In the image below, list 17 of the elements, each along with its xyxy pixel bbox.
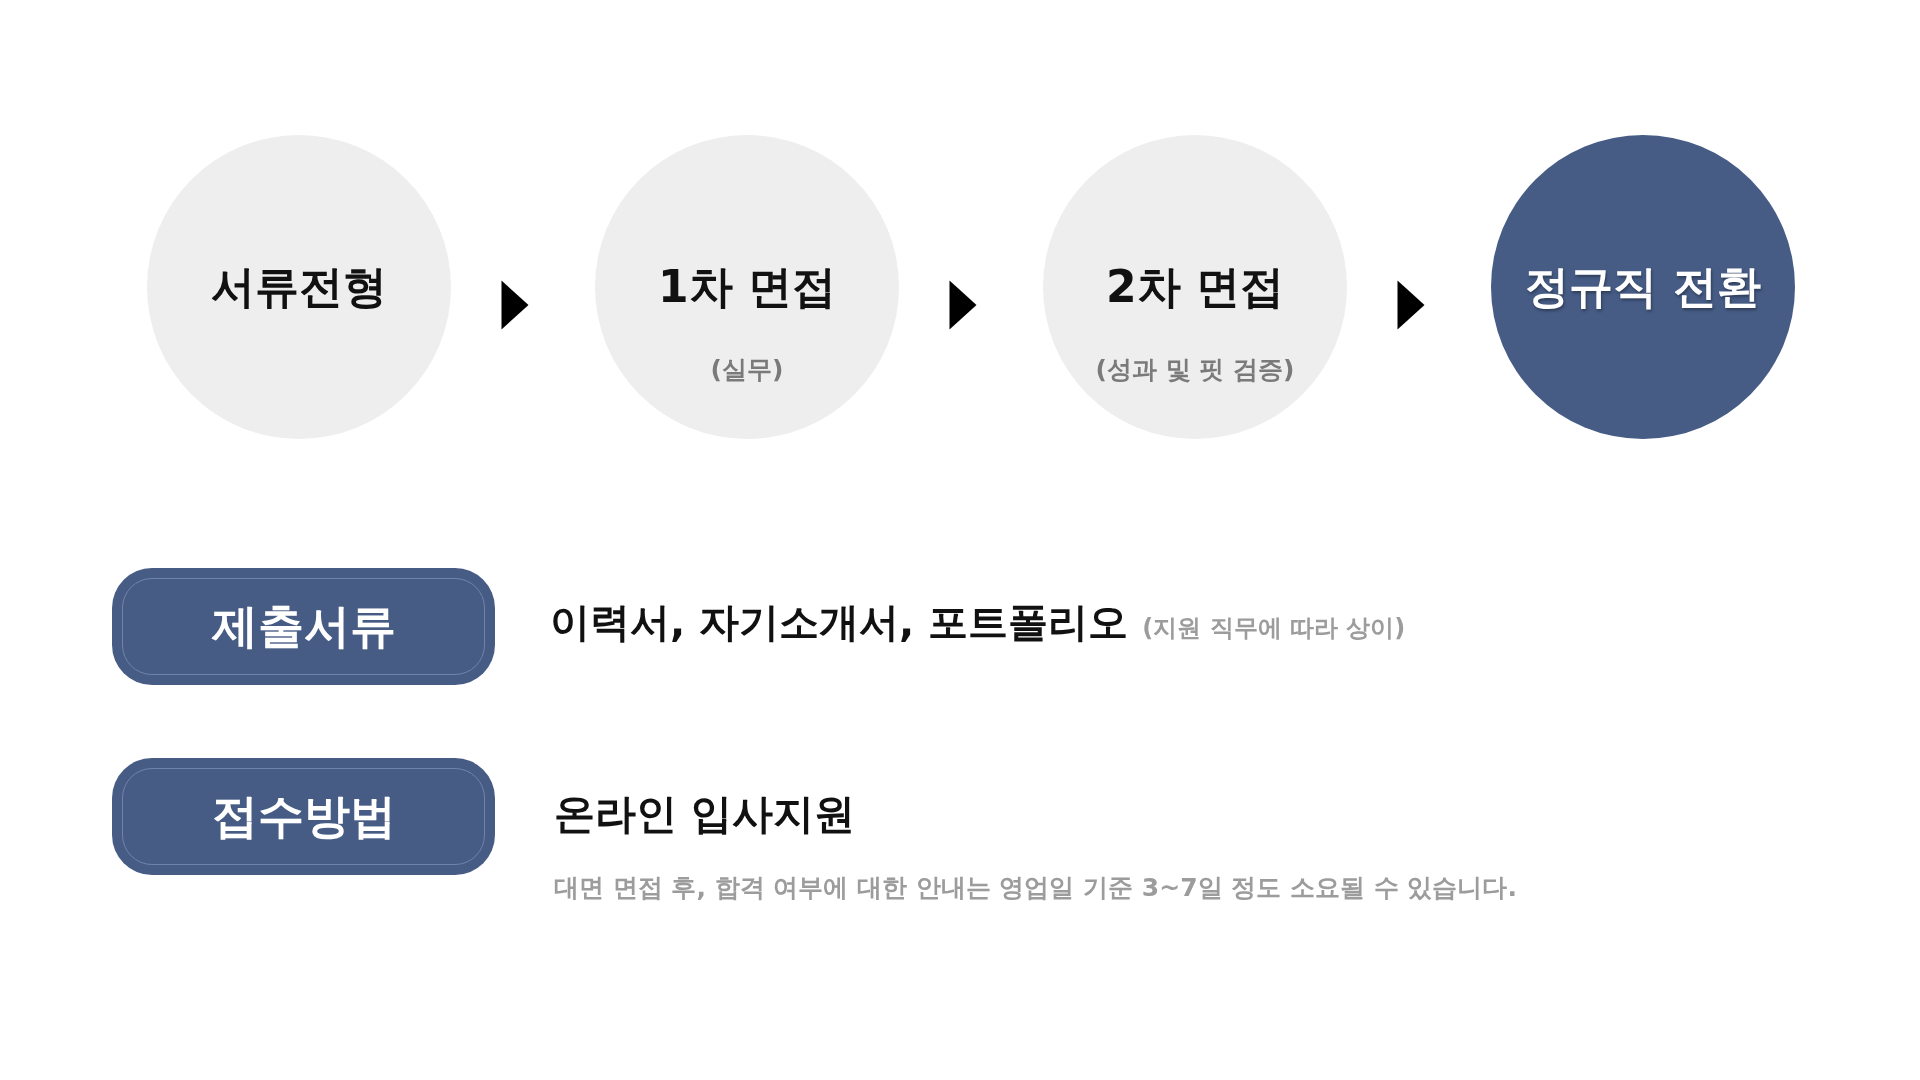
pill-label: 제출서류 — [211, 598, 396, 655]
step-title: 정규직 전환 — [1525, 260, 1761, 314]
step-title: 1차 면접 — [658, 260, 836, 314]
step-subtitle: (실무) — [710, 355, 784, 385]
method-text: 온라인 입사지원 — [554, 790, 856, 840]
documents-text: 이력서, 자기소개서, 포트폴리오 — [550, 598, 1129, 646]
label-pill — [112, 758, 495, 875]
pill-label: 접수방법 — [211, 788, 396, 845]
note-text: 대면 면접 후, 합격 여부에 대한 안내는 영업일 기준 3~7일 정도 소요될 수 있습니다. — [554, 873, 1517, 904]
arrow — [501, 280, 529, 330]
arrow — [1397, 280, 1425, 330]
label-pill — [112, 568, 495, 685]
arrow — [949, 280, 977, 330]
step-title: 2차 면접 — [1106, 260, 1284, 314]
step-title: 서류전형 — [211, 260, 387, 314]
step-subtitle: (성과 및 핏 검증) — [1095, 355, 1295, 385]
note-text: (지원 직무에 따라 상이) — [1142, 614, 1406, 643]
